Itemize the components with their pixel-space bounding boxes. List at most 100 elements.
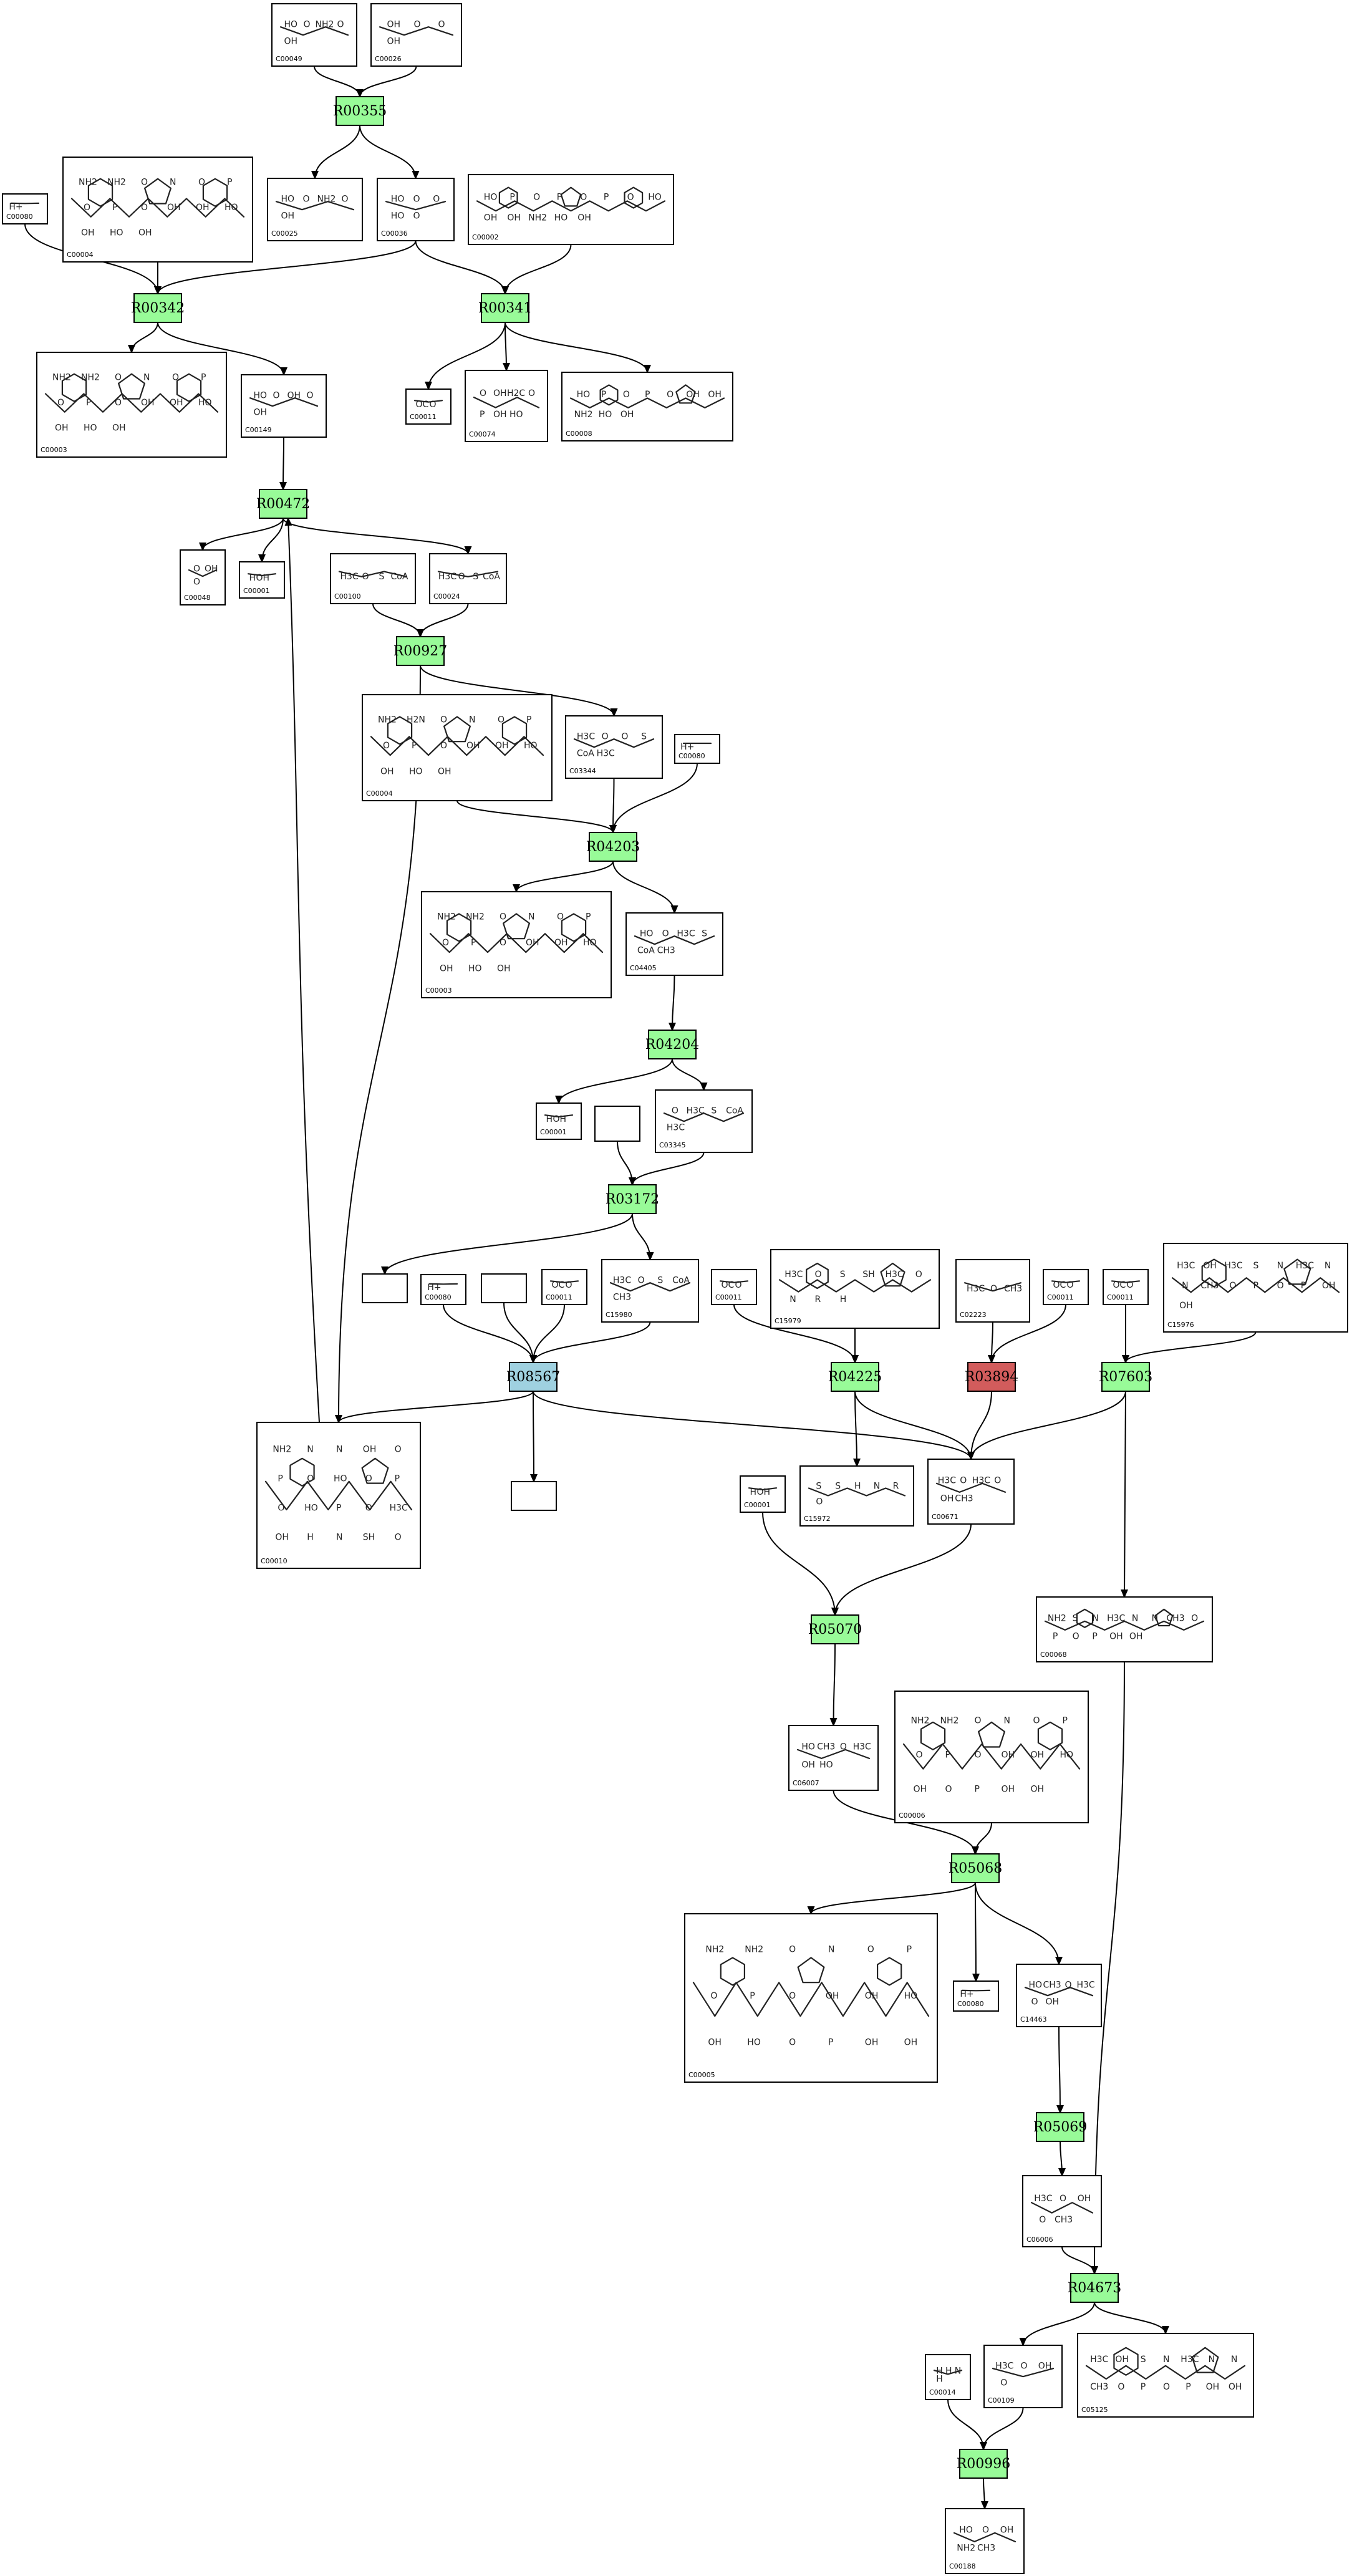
reaction-node-r00927[interactable]: R00927 bbox=[394, 636, 448, 666]
atom-label: O bbox=[1067, 1280, 1074, 1290]
compound-node-c00080[interactable]: H+C00080 bbox=[674, 734, 720, 764]
reaction-node-r00342[interactable]: R00342 bbox=[131, 293, 185, 323]
atom-label: O bbox=[141, 177, 148, 187]
reaction-node-r05068[interactable]: R05068 bbox=[949, 1853, 1003, 1883]
reaction-node-r03894[interactable]: R03894 bbox=[965, 1362, 1019, 1392]
atom-label: H bbox=[750, 1487, 757, 1497]
reaction-id-label: R05068 bbox=[949, 1861, 1003, 1876]
atom-label: O bbox=[193, 564, 200, 574]
structure-ring bbox=[797, 1957, 825, 1984]
atom-label: NH2 bbox=[107, 177, 126, 187]
edge-arrow bbox=[456, 800, 617, 834]
atom-label: P bbox=[336, 1503, 341, 1513]
reaction-node-r00355[interactable]: R00355 bbox=[333, 96, 387, 126]
reaction-node-r07603[interactable]: R07603 bbox=[1099, 1362, 1153, 1392]
structure-ring bbox=[1113, 2347, 1139, 2376]
reaction-node-r04225[interactable]: R04225 bbox=[828, 1362, 882, 1392]
atom-label: H bbox=[249, 573, 256, 583]
reaction-node-r05069[interactable]: R05069 bbox=[1033, 2112, 1088, 2142]
atom-label: N bbox=[143, 372, 150, 382]
reaction-node-r00996[interactable]: R00996 bbox=[957, 2449, 1011, 2479]
reaction-node-r00472[interactable]: R00472 bbox=[256, 489, 311, 519]
edge-arrow bbox=[513, 861, 614, 893]
reaction-node-r05070[interactable]: R05070 bbox=[808, 1614, 862, 1644]
edge-arrow bbox=[967, 1391, 1126, 1460]
compound-box bbox=[953, 1980, 999, 2012]
edge-arrow bbox=[1061, 2246, 1098, 2275]
atom-label: HO bbox=[1060, 1750, 1074, 1760]
reaction-node-r04204[interactable]: R04204 bbox=[645, 1030, 700, 1059]
compound-node-c00080[interactable]: H+C00080 bbox=[953, 1980, 999, 2012]
atom-label: OH bbox=[1000, 2525, 1014, 2535]
reaction-node-r04673[interactable]: R04673 bbox=[1068, 2273, 1122, 2303]
compound-node-empty[interactable] bbox=[594, 1106, 640, 1142]
compound-box bbox=[536, 1102, 582, 1140]
edge-arrow bbox=[502, 322, 510, 372]
structure-bonds bbox=[249, 397, 319, 407]
reaction-node-r04203[interactable]: R04203 bbox=[586, 832, 640, 862]
atom-label: O bbox=[115, 398, 122, 408]
atom-label: OH bbox=[167, 203, 181, 213]
atom-label: CH3 bbox=[1200, 1281, 1219, 1291]
atom-label: P bbox=[557, 193, 562, 203]
atom-label: H3C bbox=[577, 732, 595, 742]
atom-label: O bbox=[623, 390, 630, 400]
compound-node-c00080[interactable]: H+C00080 bbox=[420, 1274, 466, 1305]
atom-label: NH2 bbox=[317, 195, 336, 205]
reaction-node-r03172[interactable]: R03172 bbox=[606, 1184, 660, 1214]
reaction-node-r08567[interactable]: R08567 bbox=[506, 1362, 561, 1392]
atom-label: S bbox=[840, 1270, 846, 1280]
compound-node-empty[interactable] bbox=[511, 1481, 557, 1511]
reaction-box bbox=[509, 1362, 558, 1392]
compound-node-c00080[interactable]: H+C00080 bbox=[2, 193, 48, 224]
compound-node-empty[interactable] bbox=[481, 1273, 527, 1303]
compound-node-empty[interactable] bbox=[362, 1273, 408, 1303]
edge-arrow bbox=[829, 1643, 838, 1727]
reaction-node-r00341[interactable]: R00341 bbox=[478, 293, 533, 323]
